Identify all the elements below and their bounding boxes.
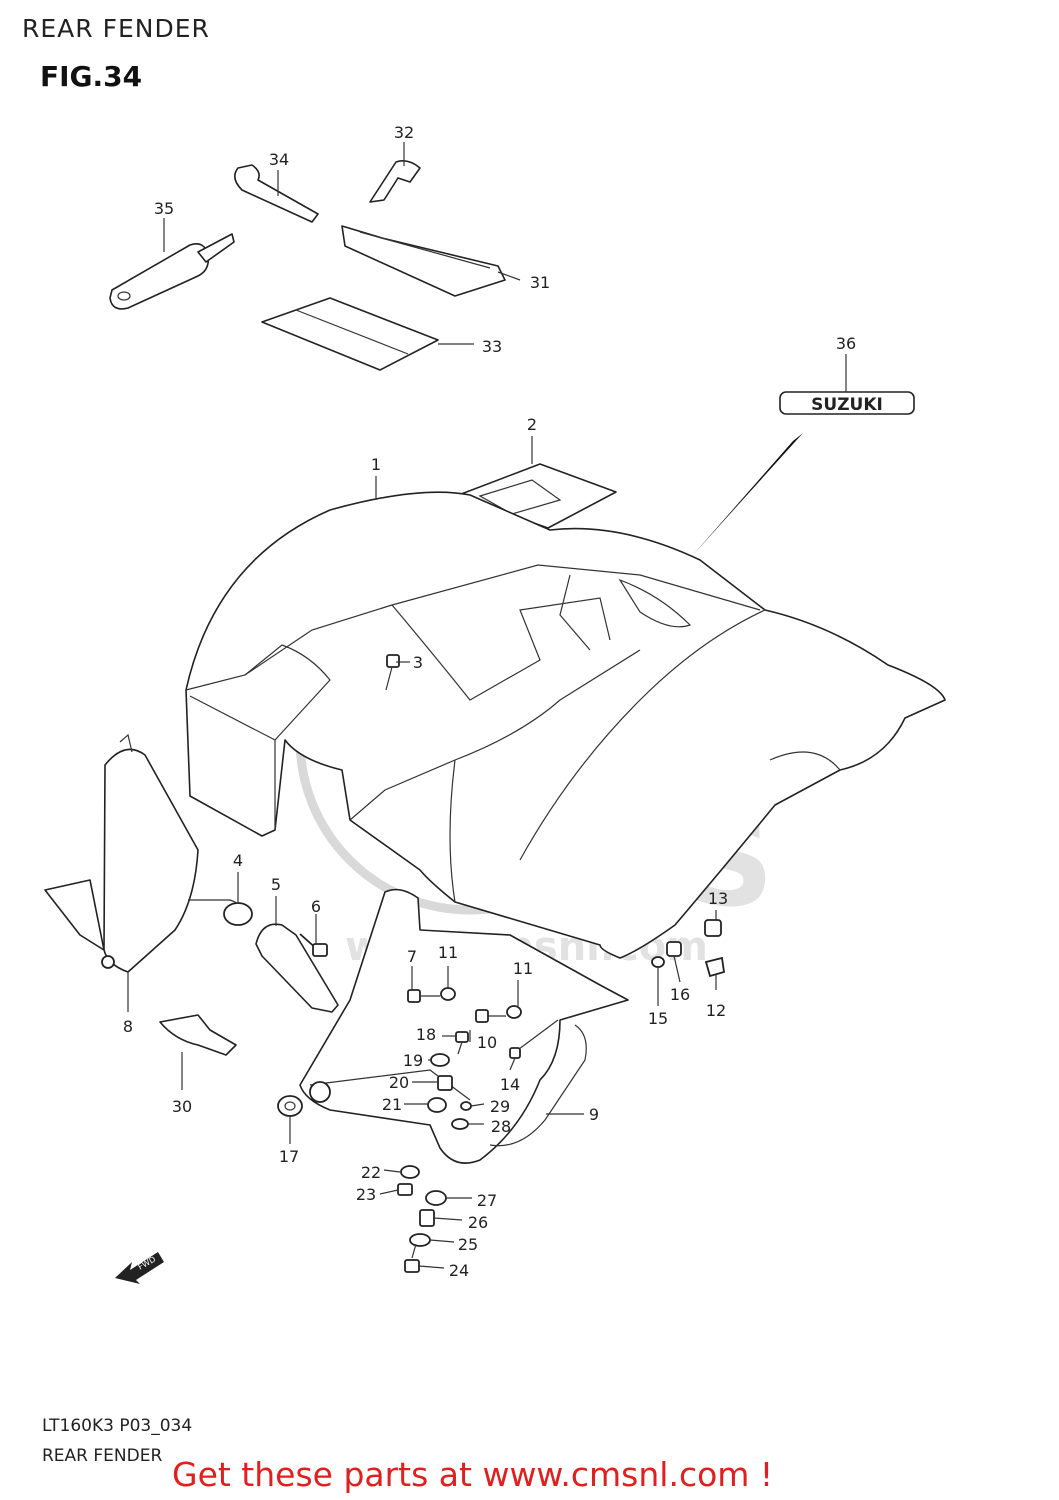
emblem-text: SUZUKI	[811, 395, 883, 415]
callout-1: 1	[371, 455, 381, 474]
part-33-manual[interactable]	[261, 297, 439, 371]
part-20-collar	[437, 1075, 453, 1091]
part-11-washer-left	[440, 987, 456, 1001]
part-12-clip	[704, 956, 726, 978]
callout-2: 2	[527, 415, 537, 434]
part-27-nut	[425, 1190, 447, 1206]
part-19-washer	[430, 1053, 450, 1067]
part-24-bolt	[404, 1243, 420, 1273]
part-30-bracket[interactable]	[159, 1014, 237, 1056]
callout-36: 36	[836, 334, 856, 353]
callout-19: 19	[403, 1051, 423, 1070]
part-34-wrench[interactable]	[234, 164, 319, 223]
part-1-rear-fender[interactable]	[185, 491, 946, 959]
callout-9: 9	[589, 1105, 599, 1124]
part-7-screw	[407, 989, 440, 1003]
part-10-screw	[475, 1009, 506, 1023]
diagram-code: LT160K3 P03_034	[42, 1416, 193, 1436]
callout-12: 12	[706, 1001, 726, 1020]
part-36-emblem[interactable]: SUZUKI	[779, 391, 915, 415]
part-22-washer	[400, 1165, 420, 1179]
callout-31: 31	[530, 273, 550, 292]
part-15-washer	[651, 956, 665, 968]
callout-3: 3	[413, 653, 423, 672]
part-11-washer-right	[506, 1005, 522, 1019]
callout-11b: 11	[513, 959, 533, 978]
callout-20: 20	[389, 1073, 409, 1092]
callout-10: 10	[477, 1033, 497, 1052]
part-25-washer	[409, 1233, 431, 1247]
part-9-mud-guard[interactable]	[299, 888, 629, 1164]
part-4-grommet[interactable]	[223, 902, 253, 926]
callout-11a: 11	[438, 943, 458, 962]
callout-15: 15	[648, 1009, 668, 1028]
part-18-screw	[455, 1031, 469, 1055]
part-35-tool[interactable]	[109, 233, 235, 310]
callout-14: 14	[500, 1075, 520, 1094]
part-31-tool-bag[interactable]	[341, 225, 506, 297]
diagram-subtitle: REAR FENDER	[42, 1446, 163, 1466]
part-5-bracket[interactable]	[255, 923, 339, 1013]
callout-34: 34	[269, 150, 289, 169]
callout-23: 23	[356, 1185, 376, 1204]
part-23-nut	[397, 1183, 413, 1196]
callout-6: 6	[311, 897, 321, 916]
callout-18: 18	[416, 1025, 436, 1044]
callout-7: 7	[407, 947, 417, 966]
figure-number: FIG.34	[40, 60, 143, 93]
emblem-arrow	[692, 433, 803, 556]
part-6-bolt[interactable]	[299, 933, 328, 957]
callout-25: 25	[458, 1235, 478, 1254]
callout-22: 22	[361, 1163, 381, 1182]
leader-lines	[127, 142, 847, 1269]
callout-33: 33	[482, 337, 502, 356]
part-32-clip[interactable]	[369, 160, 421, 203]
part-21-nut	[427, 1097, 447, 1113]
fasteners[interactable]	[385, 654, 726, 1273]
part-28-washer	[451, 1118, 469, 1130]
part-13-nut	[704, 919, 722, 937]
callout-29: 29	[490, 1097, 510, 1116]
part-29-rivet	[460, 1101, 472, 1111]
callout-17: 17	[279, 1147, 299, 1166]
callout-21: 21	[382, 1095, 402, 1114]
callout-30: 30	[172, 1097, 192, 1116]
callout-35: 35	[154, 199, 174, 218]
part-3-bolt	[385, 654, 400, 691]
callout-26: 26	[468, 1213, 488, 1232]
section-title: REAR FENDER	[22, 14, 210, 43]
callout-27: 27	[477, 1191, 497, 1210]
part-26-collar	[419, 1209, 435, 1227]
part-16-nut	[666, 941, 682, 957]
callout-4: 4	[233, 851, 243, 870]
callout-32: 32	[394, 123, 414, 142]
shop-link[interactable]: Get these parts at www.cmsnl.com !	[172, 1455, 774, 1494]
part-8-left-flap[interactable]	[44, 733, 242, 973]
part-17-cap[interactable]	[277, 1095, 303, 1117]
callout-8: 8	[123, 1017, 133, 1036]
callout-5: 5	[271, 875, 281, 894]
callout-16: 16	[670, 985, 690, 1004]
callout-24: 24	[449, 1261, 469, 1280]
callout-labels: 1 2 3 4 5 6 7 8 9 10 11 11 12 13 14 15 1…	[123, 123, 856, 1280]
callout-13: 13	[708, 889, 728, 908]
part-14-bolt	[509, 1019, 559, 1059]
callout-28: 28	[491, 1117, 511, 1136]
fwd-arrow-icon: FWD	[115, 1252, 164, 1284]
